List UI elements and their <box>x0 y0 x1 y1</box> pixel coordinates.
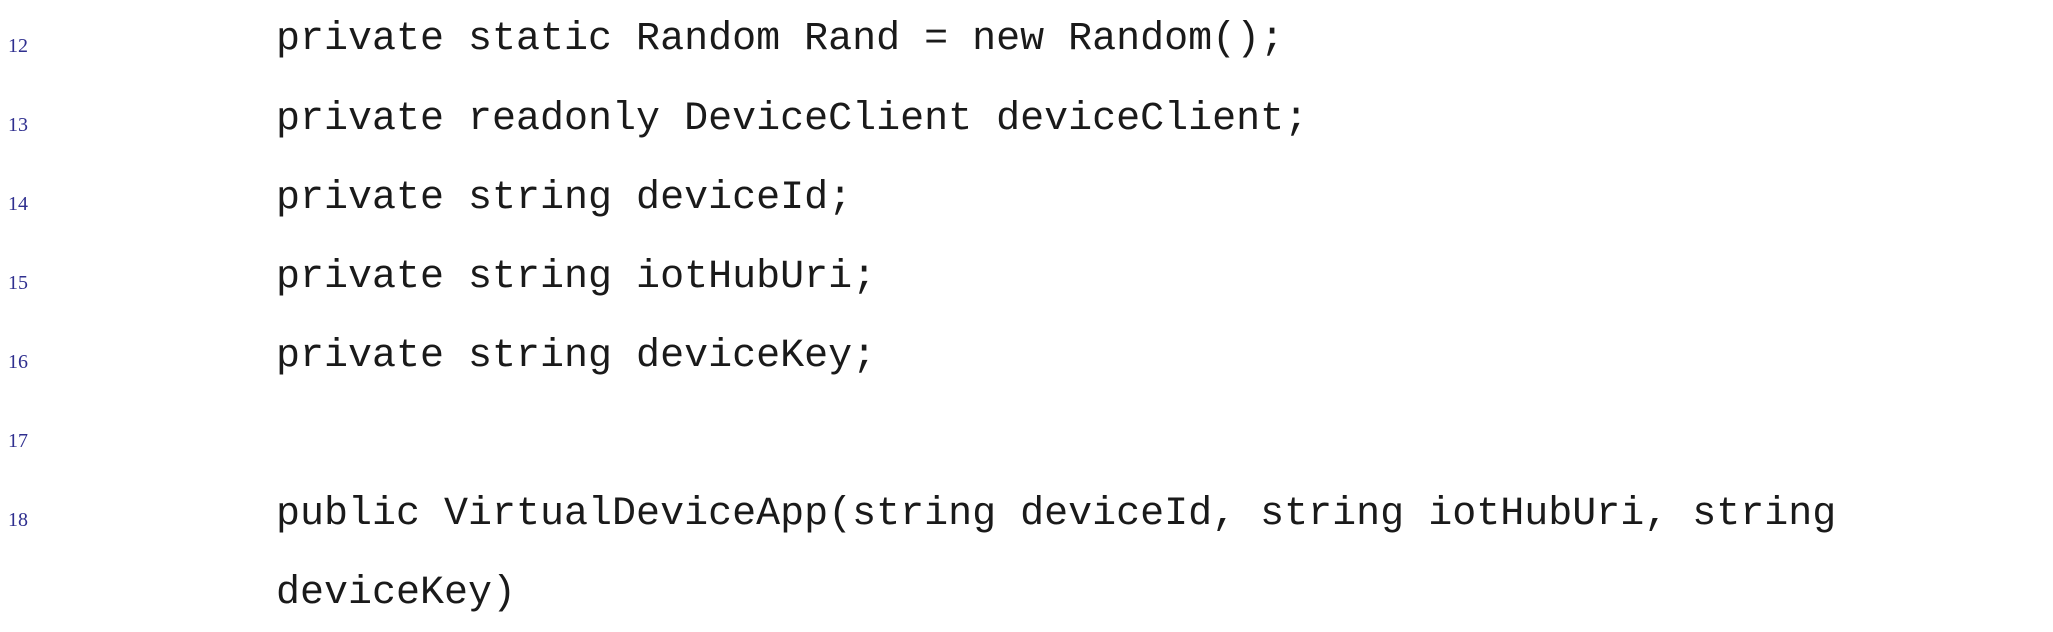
line-number: 16 <box>8 351 28 373</box>
line-number: 18 <box>8 509 28 531</box>
code-text: private string deviceKey; <box>276 334 877 379</box>
code-line-14: 14 private string deviceId; <box>0 158 2053 237</box>
line-number: 12 <box>8 35 28 57</box>
line-number: 13 <box>8 114 28 136</box>
code-text: private static Random Rand = new Random(… <box>276 17 1285 62</box>
line-number: 17 <box>8 430 28 452</box>
code-line-12: 12 private static Random Rand = new Rand… <box>0 0 2053 79</box>
code-text: private string deviceId; <box>276 176 853 221</box>
code-text: public VirtualDeviceApp(string deviceId,… <box>276 492 1837 537</box>
code-line-16: 16 private string deviceKey; <box>0 316 2053 395</box>
code-line-18: 18 public VirtualDeviceApp(string device… <box>0 474 2053 553</box>
line-number: 14 <box>8 193 28 215</box>
code-line-13: 13 private readonly DeviceClient deviceC… <box>0 79 2053 158</box>
line-number: 15 <box>8 272 28 294</box>
code-line-17: 17 <box>0 395 2053 474</box>
code-text: deviceKey) <box>276 571 517 616</box>
code-text: private string iotHubUri; <box>276 255 877 300</box>
code-line-18-continued: deviceKey) <box>0 553 2053 632</box>
code-line-15: 15 private string iotHubUri; <box>0 237 2053 316</box>
code-text: private readonly DeviceClient deviceClie… <box>276 97 1309 142</box>
